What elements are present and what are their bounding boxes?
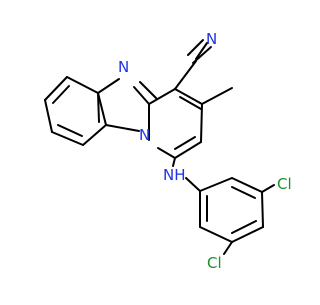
pyridine-ring	[148, 60, 203, 159]
structure-canvas: N N N NH Cl Cl	[44, 30, 292, 272]
cl-top-label: Cl	[277, 175, 292, 193]
nitrile-n-label: N	[206, 30, 217, 48]
methyl-bond	[201, 87, 233, 105]
amine-link	[172, 157, 201, 192]
cl-top-bond	[261, 184, 275, 193]
molecule-structure: N N N NH Cl Cl	[44, 30, 292, 272]
cl-bottom-label: Cl	[207, 254, 222, 272]
imine-n-label: N	[118, 58, 129, 76]
benzene-ring	[44, 76, 107, 146]
bridge-n-label: N	[139, 126, 150, 144]
imidazole-ring	[97, 78, 157, 132]
amine-label: NH	[163, 166, 186, 184]
dichlorophenyl-ring	[199, 177, 264, 255]
